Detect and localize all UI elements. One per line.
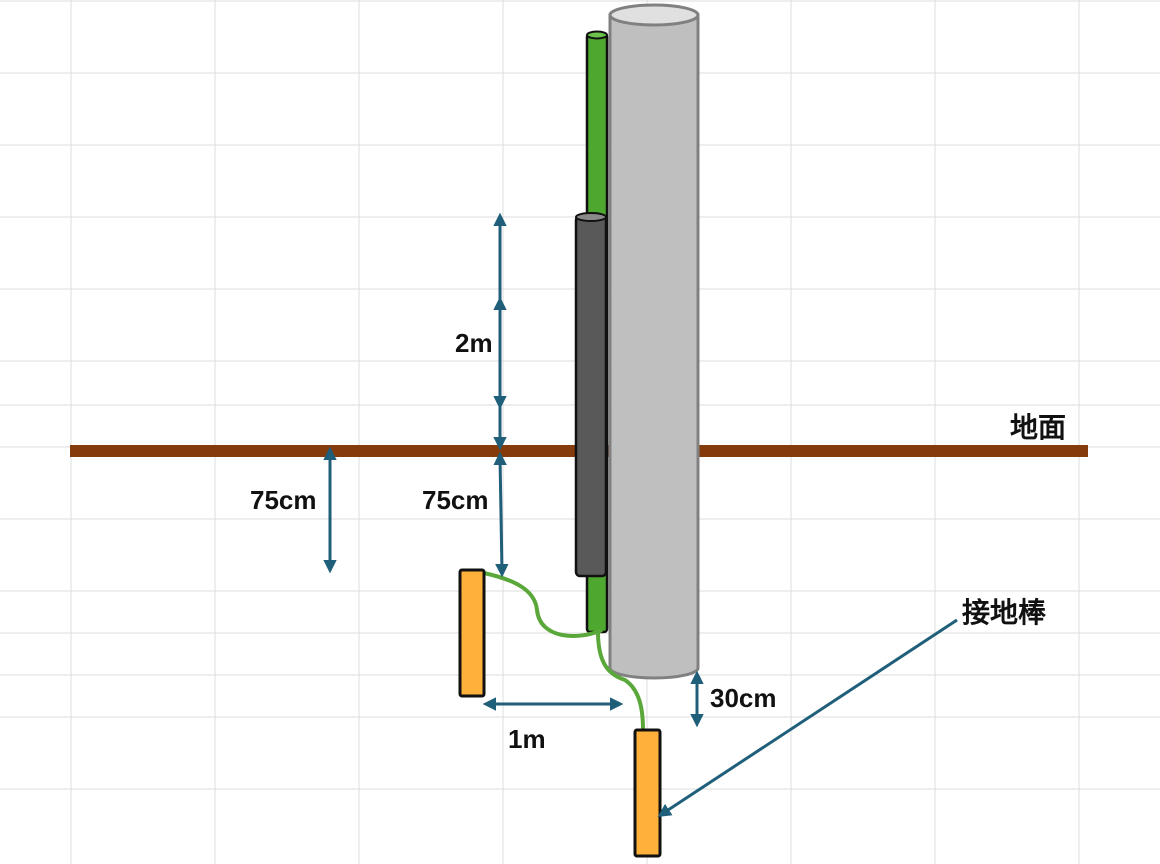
callout-leader-line [657,618,958,817]
dimension-arrow-depth-center [493,451,509,578]
ground-rod-left [458,568,486,698]
ground-rod-right [633,728,662,858]
green-conduit-top [586,30,608,40]
ground-label: 地面 [1010,411,1066,444]
dark-protector [574,214,608,578]
utility-pole-top [608,3,700,27]
ground-wire-right [596,631,645,731]
dark-protector-top [575,212,607,222]
depth-label-center: 75cm [422,485,489,515]
utility-pole [608,13,700,680]
spacing-label-1m: 1m [508,724,546,754]
ground-rod-label: 接地棒 [962,596,1047,629]
height-label-2m: 2m [455,328,493,358]
ground-wire-left [483,571,603,638]
gap-label-30cm: 30cm [710,683,777,713]
depth-label-left: 75cm [250,485,317,515]
